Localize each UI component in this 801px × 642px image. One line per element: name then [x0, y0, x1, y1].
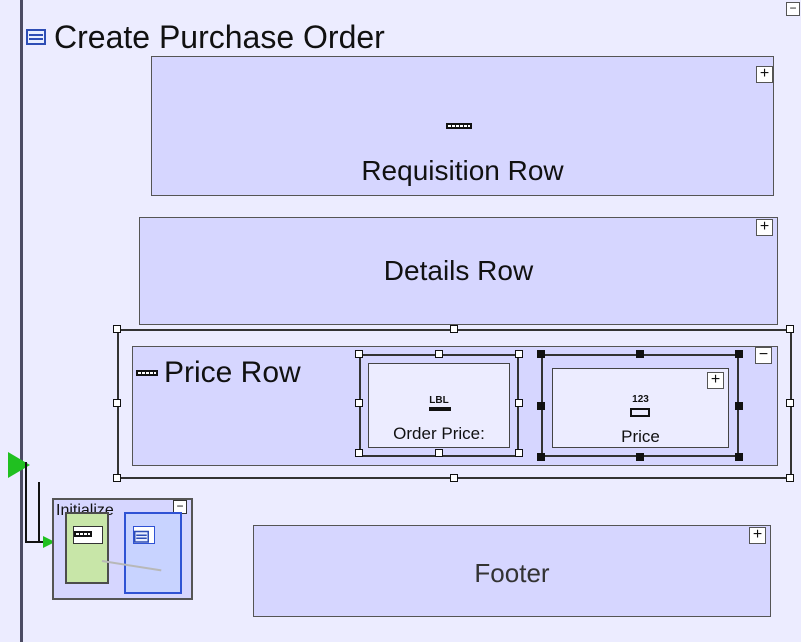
selection-handle[interactable] — [113, 325, 121, 333]
row-icon — [74, 531, 92, 537]
selection-handle[interactable] — [113, 399, 121, 407]
selection-handle[interactable] — [786, 399, 794, 407]
page-title: Create Purchase Order — [54, 19, 385, 55]
flow-connector — [25, 464, 27, 543]
selection-handle[interactable] — [786, 325, 794, 333]
left-rule — [20, 0, 23, 642]
selection-handle[interactable] — [537, 453, 545, 461]
price-row-label: Price Row — [164, 356, 301, 389]
order-price-label-field[interactable]: LBL Order Price: — [368, 363, 510, 448]
canvas-collapse-button[interactable]: − — [786, 2, 800, 16]
details-row-label: Details Row — [383, 255, 534, 286]
selection-handle[interactable] — [450, 325, 458, 333]
price-label: Price — [621, 427, 660, 446]
selection-handle[interactable] — [636, 350, 644, 358]
row-icon — [136, 370, 158, 376]
selection-handle[interactable] — [450, 474, 458, 482]
selection-handle[interactable] — [435, 350, 443, 358]
footer-row[interactable]: + Footer — [253, 525, 771, 617]
flow-connector — [25, 462, 27, 464]
selection-handle[interactable] — [735, 453, 743, 461]
footer-expand-button[interactable]: + — [749, 527, 766, 544]
details-row[interactable]: + Details Row — [139, 217, 778, 325]
number-icon-box — [630, 408, 650, 417]
start-arrow-icon[interactable] — [8, 452, 30, 478]
row-icon — [446, 123, 472, 129]
label-icon: LBL — [429, 395, 449, 406]
mini-green-node[interactable] — [65, 512, 109, 584]
page-title-group: Create Purchase Order — [26, 17, 385, 57]
requisition-row-expand-button[interactable]: + — [756, 66, 773, 83]
price-row-collapse-button[interactable]: − — [755, 347, 772, 364]
mini-blue-node[interactable] — [124, 512, 182, 594]
selection-handle[interactable] — [636, 453, 644, 461]
label-icon-lines — [429, 407, 451, 411]
selection-handle[interactable] — [355, 350, 363, 358]
selection-handle[interactable] — [735, 402, 743, 410]
selection-handle[interactable] — [515, 399, 523, 407]
form-icon — [26, 28, 46, 46]
order-price-label: Order Price: — [393, 424, 485, 443]
selection-handle[interactable] — [515, 449, 523, 457]
requisition-row-label: Requisition Row — [361, 155, 564, 186]
price-row-title-group: Price Row — [136, 356, 301, 390]
selection-handle[interactable] — [113, 474, 121, 482]
selection-handle[interactable] — [735, 350, 743, 358]
selection-handle[interactable] — [537, 402, 545, 410]
selection-handle[interactable] — [786, 474, 794, 482]
form-icon — [134, 530, 149, 544]
selection-handle[interactable] — [515, 350, 523, 358]
selection-handle[interactable] — [355, 449, 363, 457]
price-number-field[interactable]: + 123 Price — [552, 368, 729, 448]
flow-connector — [38, 482, 40, 543]
flow-connector — [25, 541, 47, 543]
selection-handle[interactable] — [537, 350, 545, 358]
requisition-row[interactable]: + Requisition Row — [151, 56, 774, 196]
price-field-expand-button[interactable]: + — [707, 372, 724, 389]
selection-handle[interactable] — [435, 449, 443, 457]
number-icon: 123 — [632, 394, 649, 405]
footer-label: Footer — [474, 558, 550, 588]
details-row-expand-button[interactable]: + — [756, 219, 773, 236]
selection-handle[interactable] — [355, 399, 363, 407]
